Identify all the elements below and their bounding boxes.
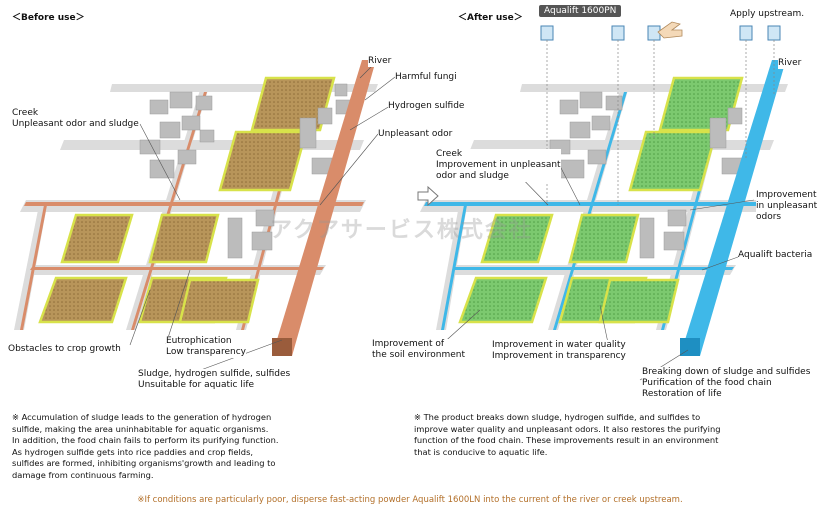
- sludge-label: Sludge, hydrogen sulfide, sulfides Unsui…: [138, 369, 291, 391]
- odor-line3: odors: [756, 212, 782, 222]
- before-note-line: sulfides are formed, inhibiting organism…: [12, 458, 276, 468]
- soil-label: Improvement of the soil environment: [372, 339, 466, 361]
- after-note-line: improve water quality and unpleasant odo…: [414, 423, 721, 434]
- after-note-line: that is conducive to aquatic life.: [414, 446, 548, 457]
- after-note: ※ The product breaks down sludge, hydrog…: [414, 412, 814, 458]
- after-river: [680, 60, 786, 356]
- before-note: ※ Accumulation of sludge leads to the ge…: [12, 412, 412, 481]
- product-label: Aqualift 1600PN: [539, 5, 622, 17]
- arrow-right-icon: [417, 185, 439, 207]
- after-note-line: ※ The product breaks down sludge, hydrog…: [414, 412, 701, 422]
- after-scene: [420, 21, 788, 356]
- before-buildings: [139, 83, 353, 259]
- after-creek-label: Creek Improvement in unpleasant odor and…: [436, 149, 561, 182]
- before-note-line: damage from continuous farming.: [12, 469, 154, 480]
- after-heading: ＜After use＞: [458, 13, 523, 23]
- hand-pointer-icon: [657, 21, 683, 39]
- hydrogen-sulfide-label: Hydrogen sulfide: [388, 101, 465, 112]
- footnote: ※If conditions are particularly poor, di…: [137, 495, 683, 505]
- before-scene: [14, 60, 378, 356]
- sludge-line2: Unsuitable for aquatic life: [138, 380, 255, 390]
- after-creek-line2: Improvement in unpleasant: [436, 160, 561, 170]
- water-line2: Improvement in transparency: [492, 351, 626, 361]
- watermark: アクアサービス株式会社: [270, 218, 533, 243]
- breakdown-label: Breaking down of sludge and sulfides Pur…: [642, 367, 811, 400]
- odor-line1: Improvement: [756, 190, 817, 200]
- before-note-line: sulfide, making the area uninhabitable f…: [12, 423, 269, 434]
- before-fields: [38, 76, 336, 324]
- aqualift-bacteria-label: Aqualift bacteria: [738, 250, 813, 261]
- eutrophication-line1: Eutrophication: [166, 336, 232, 346]
- water-quality-label: Improvement in water quality Improvement…: [492, 340, 626, 362]
- odor-line2: in unpleasant: [756, 201, 818, 211]
- before-note-line: As hydrogen sulfide gets into rice paddi…: [12, 446, 254, 457]
- dispenser-icon[interactable]: [540, 25, 781, 41]
- sludge-line1: Sludge, hydrogen sulfide, sulfides: [138, 369, 291, 379]
- before-heading: ＜Before use＞: [12, 13, 85, 23]
- break-line1: Breaking down of sludge and sulfides: [642, 367, 811, 377]
- harmful-fungi-label: Harmful fungi: [395, 72, 457, 83]
- before-river: [272, 60, 376, 356]
- unpleasant-odor-label: Unpleasant odor: [378, 129, 453, 140]
- before-river-label: River: [368, 56, 392, 67]
- after-creek-line3: odor and sludge: [436, 171, 509, 181]
- before-note-line: In addition, the food chain fails to per…: [12, 435, 279, 445]
- water-line1: Improvement in water quality: [492, 340, 626, 350]
- apply-upstream-label: Apply upstream.: [730, 9, 805, 20]
- eutrophication-label: Eutrophication Low transparency: [166, 336, 246, 358]
- before-creek-label: Creek Unpleasant odor and sludge: [12, 108, 139, 130]
- after-creek-line1: Creek: [436, 149, 463, 159]
- odor-improvement-label: Improvement in unpleasant odors: [756, 190, 818, 223]
- obstacles-label: Obstacles to crop growth: [8, 344, 121, 355]
- before-creek-line2: Unpleasant odor and sludge: [12, 119, 139, 129]
- break-line2: Purification of the food chain: [642, 378, 772, 388]
- before-note-line: ※ Accumulation of sludge leads to the ge…: [12, 412, 272, 422]
- soil-line1: Improvement of: [372, 339, 445, 349]
- after-fields: [458, 76, 744, 324]
- break-line3: Restoration of life: [642, 389, 722, 399]
- soil-line2: the soil environment: [372, 350, 466, 360]
- after-note-line: function of the food chain. These improv…: [414, 435, 719, 445]
- eutrophication-line2: Low transparency: [166, 347, 246, 357]
- after-river-label: River: [778, 58, 802, 69]
- before-creek-line1: Creek: [12, 108, 39, 118]
